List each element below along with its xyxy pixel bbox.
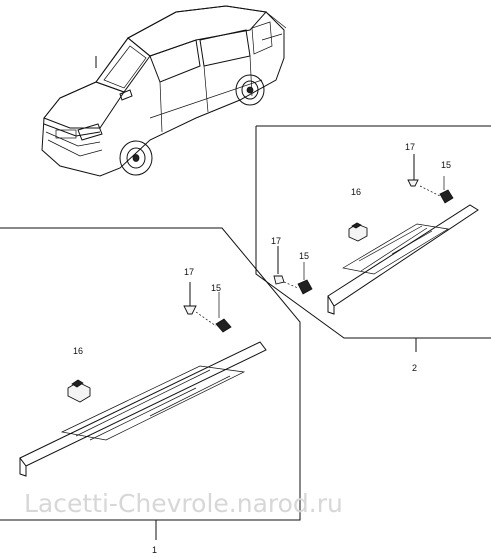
assembly-2-grommet-15-upper: [439, 176, 454, 204]
assembly-1-panel: [0, 227, 301, 521]
assembly-2-screw-17-upper: [407, 154, 419, 187]
assembly-1-grommet-15: [195, 292, 232, 333]
callout-assembly-1: 1: [152, 545, 157, 555]
callout-a1-16: 16: [73, 346, 83, 356]
assembly-2-panel: [255, 125, 491, 339]
callout-a2-17b: 17: [271, 236, 281, 246]
car-illustration: [41, 5, 287, 177]
callout-a2-17a: 17: [405, 142, 415, 152]
assembly-1-molding: [19, 341, 267, 477]
callout-a2-15a: 15: [441, 160, 451, 170]
assembly-2-screw-17-lower: [273, 246, 285, 285]
assembly-1-screw-17: [183, 282, 197, 315]
assembly-2-molding: [327, 204, 479, 315]
watermark-text: Lacetti-Chevrole.narod.ru: [24, 489, 343, 518]
callout-a2-15b: 15: [299, 251, 309, 261]
assembly-1-clip-16: [67, 379, 91, 403]
assembly-2-dash-marks: [283, 185, 441, 289]
assembly-2-clip-16: [348, 222, 368, 242]
callout-a1-17: 17: [184, 267, 194, 277]
assembly-2-grommet-15-lower: [297, 262, 313, 295]
callout-a2-16: 16: [351, 187, 361, 197]
callout-assembly-2: 2: [412, 363, 417, 373]
callout-a1-15: 15: [211, 283, 221, 293]
